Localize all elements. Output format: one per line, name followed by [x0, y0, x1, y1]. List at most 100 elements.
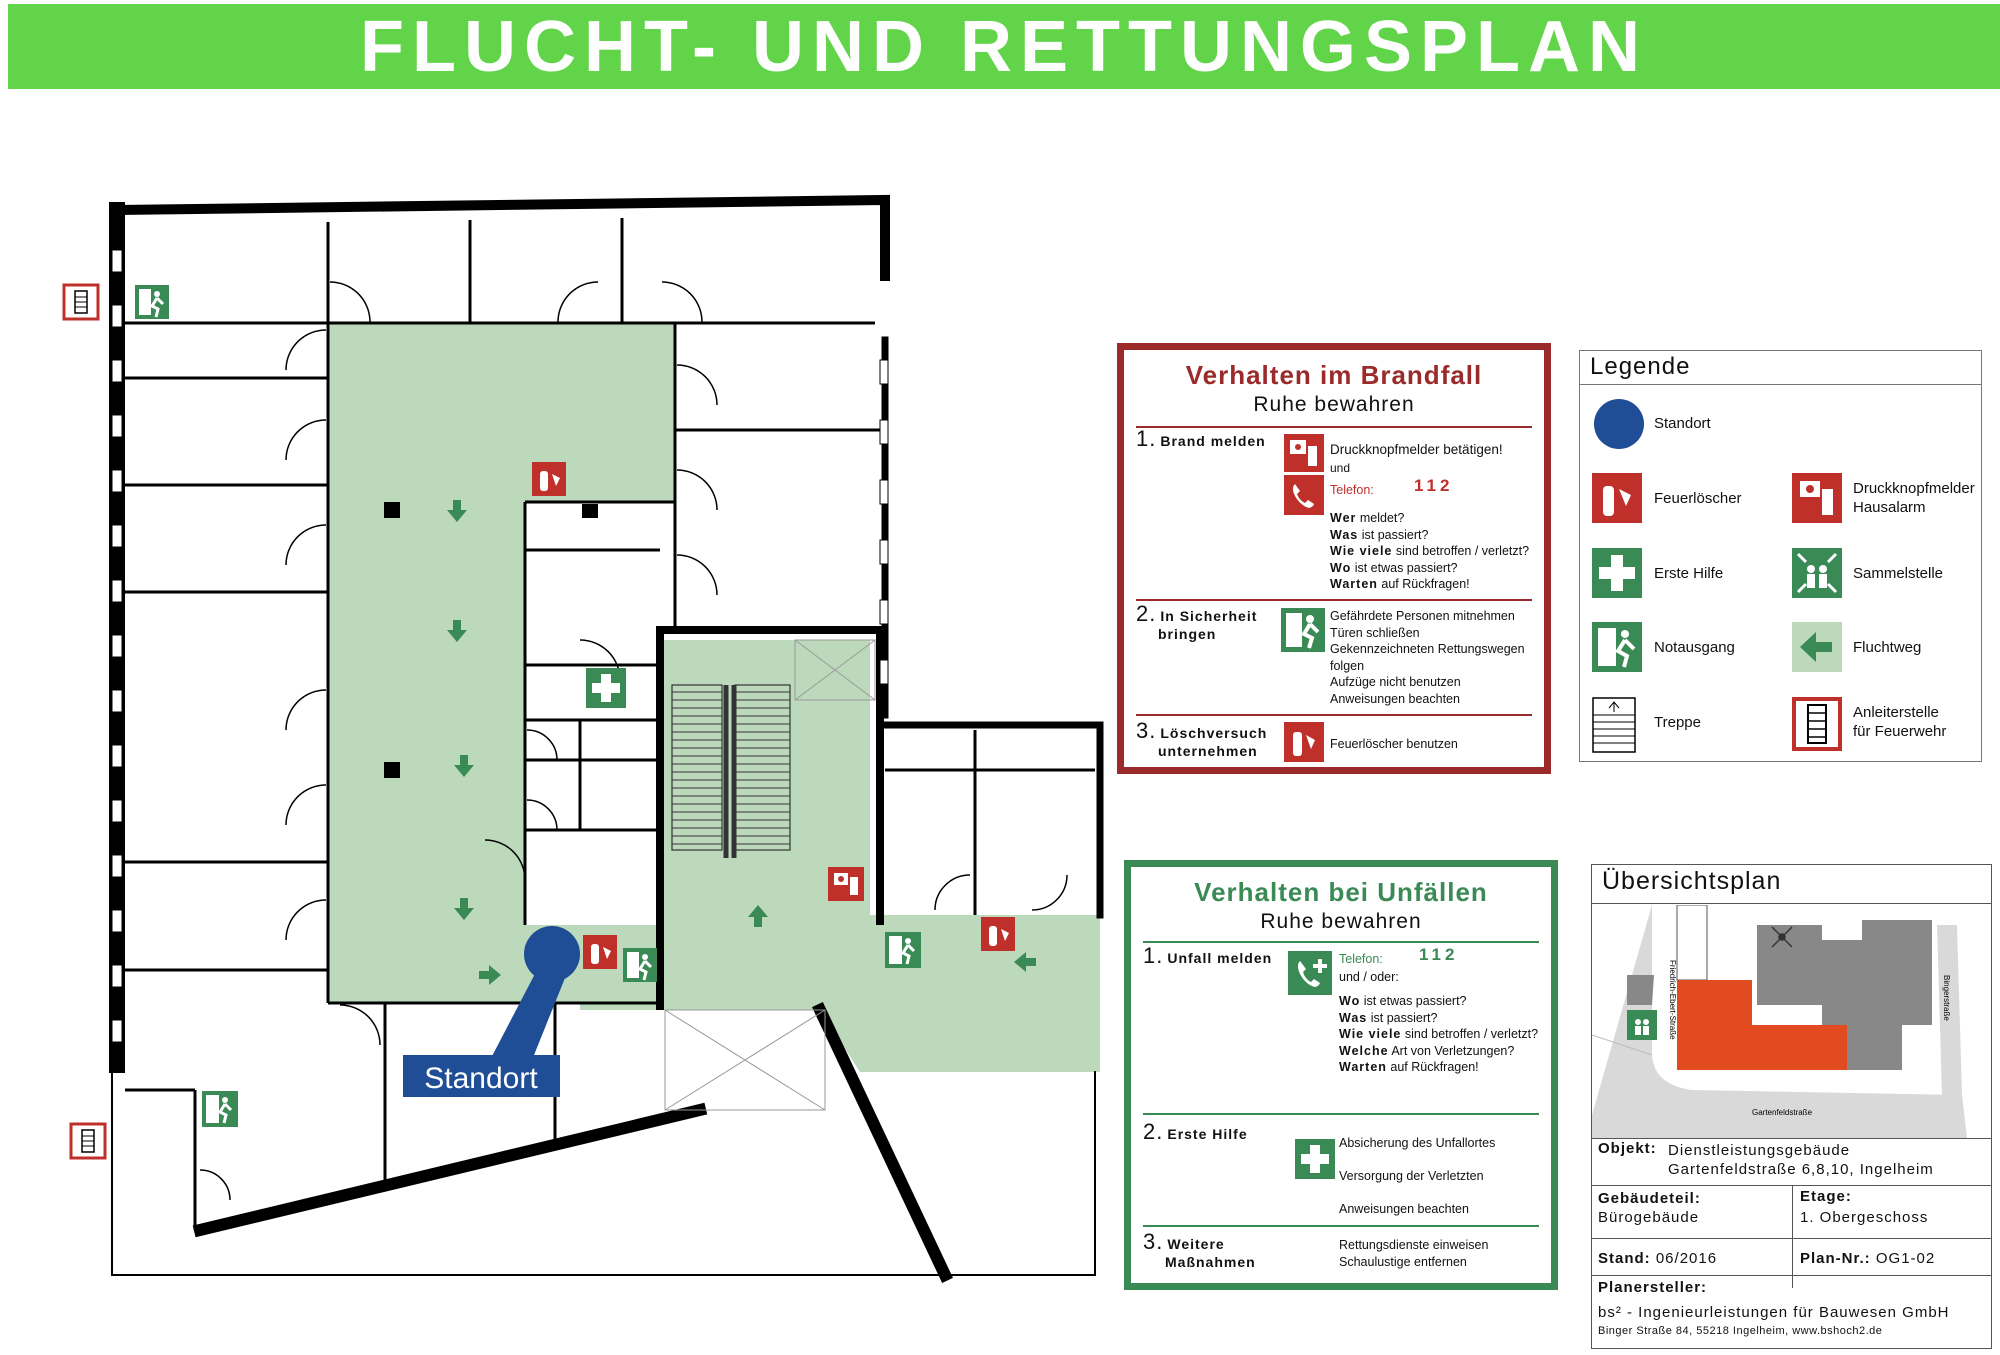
legend-panel: Legende Standort Feuerlöscher Druckknopf… — [1579, 350, 1982, 762]
fire-title: Verhalten im Brandfall — [1185, 360, 1483, 390]
window — [879, 599, 889, 625]
etage-block: Etage:1. Obergeschoss — [1800, 1188, 1929, 1226]
accident-step-2-l1: Absicherung des Unfallortes — [1339, 1136, 1496, 1150]
arrow-right-icon — [479, 965, 501, 985]
legend-fluchtweg: Fluchtweg — [1853, 639, 1922, 656]
plan-nr-block: Plan-Nr.: OG1-02 — [1800, 1250, 1936, 1267]
window — [111, 524, 123, 548]
window — [111, 799, 123, 823]
window — [111, 689, 123, 713]
arrow-left-icon — [1014, 952, 1036, 972]
alarm-button-icon — [1284, 434, 1324, 472]
divider — [1592, 1238, 1991, 1239]
fire-step-3-text: Feuerlöscher benutzen — [1330, 737, 1458, 751]
assembly-point-icon — [1627, 1010, 1657, 1040]
staircase-icon — [1592, 697, 1636, 753]
columns — [384, 502, 598, 778]
accident-step-1: 1.Unfall melden — [1143, 943, 1273, 968]
legend-standort: Standort — [1654, 415, 1711, 432]
accident-step-2-l3: Anweisungen beachten — [1339, 1202, 1469, 1216]
compass-icon — [1771, 926, 1793, 948]
window — [111, 469, 123, 493]
first-aid-icon — [586, 668, 626, 708]
accident-instructions-panel: Verhalten bei Unfällen Ruhe bewahren 1.U… — [1124, 860, 1558, 1290]
window — [111, 414, 123, 438]
page-title: FLUCHT- UND RETTUNGSPLAN — [360, 6, 1648, 87]
overview-panel: Übersichtsplan Friedrich-Ebert-Straße Ga… — [1591, 864, 1992, 1349]
window — [879, 539, 889, 565]
street-label: Gartenfeldstraße — [1752, 1108, 1813, 1117]
floor-plan: Standort — [62, 194, 1104, 1283]
extinguisher-icon — [1284, 722, 1324, 762]
und-oder-label: und / oder: — [1339, 970, 1399, 984]
fire-subtitle: Ruhe bewahren — [1253, 393, 1415, 416]
telefon-label: Telefon: — [1330, 483, 1374, 497]
window — [879, 419, 889, 445]
fire-step-1: 1.Brand melden — [1136, 426, 1266, 451]
extinguisher-icon — [981, 917, 1015, 951]
divider — [1792, 1185, 1793, 1288]
accident-step-2-l2: Versorgung der Verletzten — [1339, 1169, 1484, 1183]
emergency-exit-icon — [1281, 608, 1325, 652]
gebaeudeteil-block: Gebäudeteil:Bürogebäude — [1598, 1190, 1701, 1226]
divider — [1592, 903, 1991, 904]
arrow-down-icon — [447, 620, 467, 642]
window — [879, 659, 889, 685]
assembly-point-icon — [1792, 548, 1842, 598]
divider — [1592, 1185, 1991, 1186]
window — [111, 909, 123, 933]
phone-icon — [1284, 475, 1324, 515]
legend-title: Legende — [1590, 353, 1691, 380]
accident-questions: Wo ist etwas passiert? Was ist passiert?… — [1339, 994, 1539, 1074]
window — [111, 1019, 123, 1043]
emergency-exit-icon — [135, 285, 169, 319]
fire-ladder-icon — [69, 1122, 107, 1160]
legend-sammelstelle: Sammelstelle — [1853, 565, 1944, 582]
arrow-down-icon — [454, 898, 474, 920]
telefon-number: 112 — [1414, 476, 1454, 495]
divider — [1136, 599, 1532, 601]
planersteller-block: Planersteller: bs² - Ingenieurleistungen… — [1598, 1279, 1950, 1337]
divider — [1136, 714, 1532, 716]
emergency-exit-icon — [885, 932, 921, 968]
door-swings — [199, 281, 1068, 1201]
divider — [1143, 1225, 1539, 1227]
standort-icon — [1594, 399, 1644, 449]
alarm-button-icon — [1792, 473, 1842, 523]
window — [111, 249, 123, 273]
fire-line-1: Druckknopfmelder betätigen! — [1330, 442, 1503, 457]
window — [111, 304, 123, 328]
arrow-left-icon — [1792, 622, 1842, 672]
window — [111, 854, 123, 878]
extinguisher-icon — [583, 935, 617, 969]
divider — [1580, 384, 1981, 385]
street-label: Friedrich-Ebert-Straße — [1668, 960, 1677, 1040]
fire-questions: Wer meldet? Was ist passiert? Wie viele … — [1330, 511, 1530, 591]
window — [111, 964, 123, 988]
window — [879, 479, 889, 505]
escape-direction-arrows — [447, 500, 1036, 985]
first-aid-icon — [1295, 1139, 1335, 1179]
arrow-down-icon — [454, 755, 474, 777]
objekt-block: Objekt: — [1598, 1140, 1657, 1157]
accident-step-2: 2.Erste Hilfe — [1143, 1119, 1248, 1144]
divider — [1592, 1138, 1991, 1139]
divider — [1136, 426, 1532, 428]
overview-title: Übersichtsplan — [1602, 867, 1782, 895]
divider — [1143, 1113, 1539, 1115]
phone-icon — [1288, 951, 1332, 995]
accident-title: Verhalten bei Unfällen — [1194, 877, 1488, 907]
first-aid-icon — [1592, 548, 1642, 598]
stand-block: Stand: 06/2016 — [1598, 1250, 1718, 1267]
legend-erste-hilfe: Erste Hilfe — [1654, 565, 1724, 582]
site-overview-map: Friedrich-Ebert-Straße Gartenfeldstraße … — [1592, 905, 1967, 1138]
accident-subtitle: Ruhe bewahren — [1260, 910, 1422, 933]
arrow-down-icon — [447, 500, 467, 522]
accident-telefon-number: 112 — [1419, 945, 1459, 964]
